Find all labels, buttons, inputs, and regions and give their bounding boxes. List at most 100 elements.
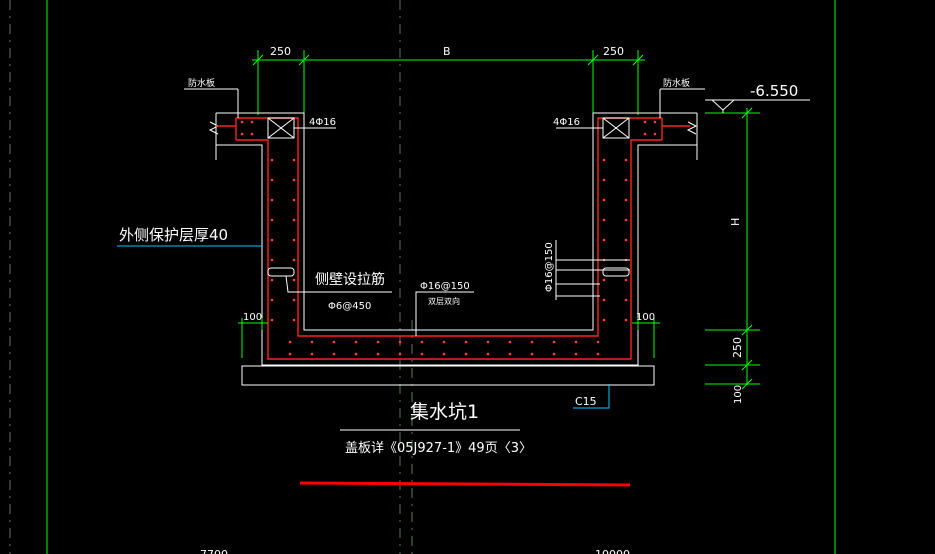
rebar-dot <box>270 178 274 182</box>
rebar-dot <box>270 158 274 162</box>
dim-right-wall: 250 <box>603 45 624 58</box>
rebar-dot <box>292 278 296 282</box>
rebar-dot <box>250 132 254 136</box>
rebar-dot <box>624 178 628 182</box>
rebar-dot <box>602 218 606 222</box>
rebar-dot <box>602 318 606 322</box>
waterstop-leaders <box>184 88 705 118</box>
cushion-leader <box>573 384 610 409</box>
break-symbols <box>208 121 698 135</box>
rebar-dot <box>574 352 578 356</box>
rebar-dot <box>292 298 296 302</box>
rebar-dot <box>270 238 274 242</box>
rebar-dot <box>270 318 274 322</box>
drawing-subtitle: 盖板详《05J927-1》49页〈3〉 <box>345 441 532 456</box>
outer-cover-label: 外侧保护层厚40 <box>119 226 228 244</box>
bottom-bar-leader <box>415 291 474 336</box>
pit-wall-outline <box>215 112 698 366</box>
axis-label-left: 7700 <box>200 548 228 554</box>
rebar-dot <box>602 278 606 282</box>
tie-bar-leader <box>285 275 392 293</box>
elevation-label: -6.550 <box>750 82 798 100</box>
corner-bar-box-left <box>267 117 295 139</box>
rebar-dot <box>354 352 358 356</box>
rebar-dot <box>624 298 628 302</box>
rebar-dot <box>398 340 402 344</box>
rebar-dot <box>643 120 647 124</box>
highlight-underline <box>299 481 631 487</box>
corner-bar-label-left: 4Φ16 <box>309 117 336 128</box>
rebar-dot <box>288 340 292 344</box>
rebar-dot <box>250 120 254 124</box>
rebar-dot <box>602 178 606 182</box>
rebar-dot <box>574 340 578 344</box>
dim-left-wall: 250 <box>270 45 291 58</box>
elevation-marker <box>705 99 810 113</box>
rebar-dot <box>292 178 296 182</box>
tie-bar-right <box>602 267 630 277</box>
rebar-dot <box>602 298 606 302</box>
rebar-dot <box>332 340 336 344</box>
rebar-dot <box>508 352 512 356</box>
rebar-dot <box>292 158 296 162</box>
right-offset-dim <box>632 318 660 358</box>
rebar-dot <box>270 278 274 282</box>
rebar-dot <box>653 132 657 136</box>
rebar-dot <box>292 198 296 202</box>
rebar-dot <box>270 258 274 262</box>
rebar-dot <box>354 340 358 344</box>
rebar-dot <box>376 340 380 344</box>
rebar-dot <box>624 198 628 202</box>
rebar-dot <box>240 120 244 124</box>
cushion-layer <box>241 365 655 386</box>
waterstop-label-right: 防水板 <box>663 77 690 89</box>
cushion-label: C15 <box>575 395 597 408</box>
rebar-dot <box>292 258 296 262</box>
rebar-dot <box>602 198 606 202</box>
tie-bar-title: 侧壁设拉筋 <box>315 271 385 288</box>
drawing-title: 集水坑1 <box>410 401 479 423</box>
rebar-dot <box>624 278 628 282</box>
bottom-bar-note: 双层双向 <box>428 296 460 306</box>
rebar-dot <box>420 340 424 344</box>
rebar-dot <box>292 318 296 322</box>
rebar-dot <box>292 238 296 242</box>
rebar-dot <box>653 120 657 124</box>
top-dimension-chain <box>252 50 645 115</box>
rebar-dot <box>270 198 274 202</box>
rebar-dot <box>310 340 314 344</box>
dim-left-offset: 100 <box>243 312 262 323</box>
rebar-dot <box>420 352 424 356</box>
rebar-dot <box>530 352 534 356</box>
corner-bar-label-right: 4Φ16 <box>553 117 580 128</box>
rebar-dot <box>310 352 314 356</box>
rebar-dot <box>552 352 556 356</box>
dim-inner-width: B <box>443 45 451 58</box>
rebar-dot <box>270 298 274 302</box>
grid-axis-lines <box>46 0 836 554</box>
dim-cushion: 100 <box>733 385 744 404</box>
dim-height: H <box>729 218 742 226</box>
dim-base-slab: 250 <box>731 337 744 358</box>
rebar-dot <box>602 238 606 242</box>
rebar-dot <box>288 352 292 356</box>
rebar-dot <box>624 318 628 322</box>
wall-bar-spec: Φ16@150 <box>544 242 555 292</box>
rebar-dot <box>486 352 490 356</box>
rebar-dot <box>376 352 380 356</box>
dashed-axis-lines <box>9 0 413 554</box>
rebar-dot <box>624 218 628 222</box>
tie-bar-spec: Φ6@450 <box>328 301 371 312</box>
rebar-dot <box>552 340 556 344</box>
dim-right-offset: 100 <box>636 312 655 323</box>
rebar-cage <box>216 117 690 360</box>
rebar-dot <box>240 132 244 136</box>
corner-bar-box-right <box>602 117 630 139</box>
rebar-dot <box>332 352 336 356</box>
rebar-dot <box>624 238 628 242</box>
rebar-dot <box>486 340 490 344</box>
rebar-dot <box>464 352 468 356</box>
waterstop-label-left: 防水板 <box>188 77 215 89</box>
axis-label-right: 10000 <box>595 548 630 554</box>
left-offset-dim <box>238 318 268 358</box>
